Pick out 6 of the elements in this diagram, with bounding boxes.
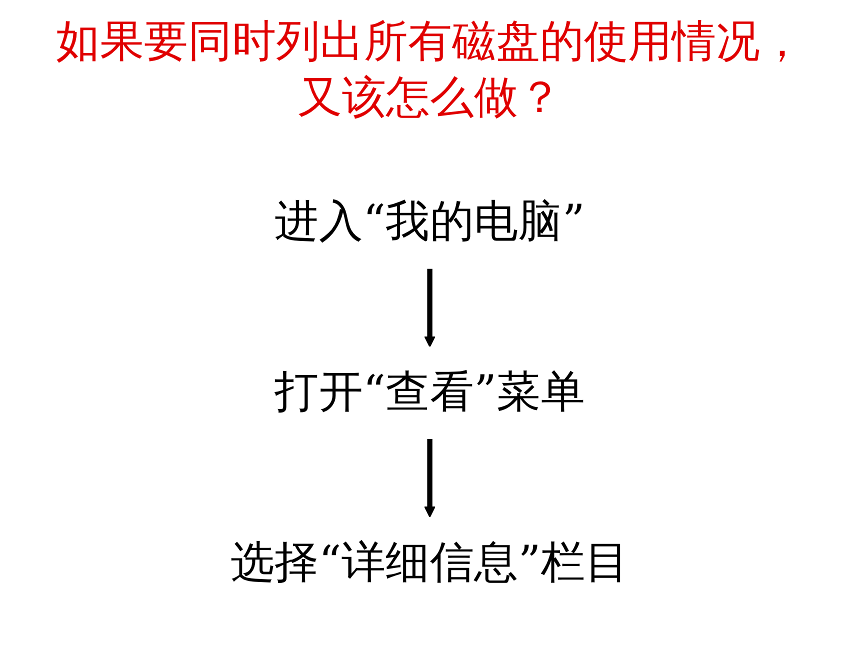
title: 如果要同时列出所有磁盘的使用情况，又该怎么做？ xyxy=(55,15,805,125)
arrow xyxy=(424,439,436,518)
node-text: 打开“查看”菜单 xyxy=(274,366,586,418)
node-text: 选择“详细信息”栏目 xyxy=(230,536,630,588)
node-text: 进入“我的电脑” xyxy=(274,196,586,248)
arrow xyxy=(424,268,436,348)
